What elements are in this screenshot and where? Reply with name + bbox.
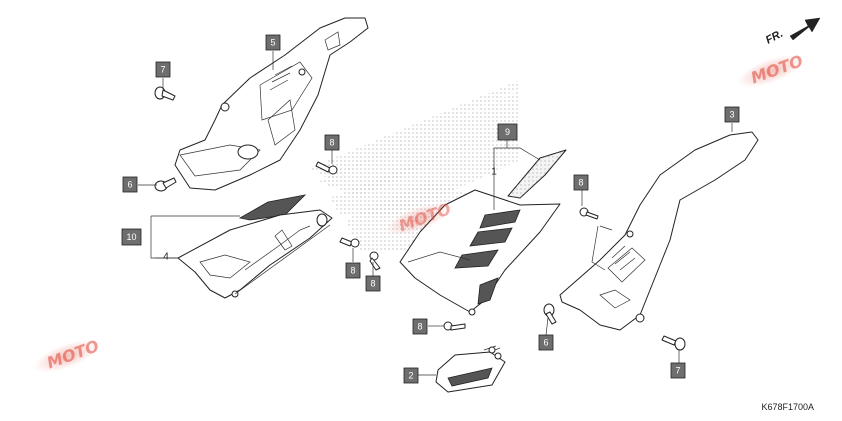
label-4: 4 xyxy=(163,252,169,263)
watermark-left: MOTO xyxy=(33,336,102,373)
watermark-top-right: MOTO xyxy=(737,51,806,88)
svg-text:7: 7 xyxy=(675,366,680,376)
svg-text:6: 6 xyxy=(543,338,548,348)
screw-8-a xyxy=(315,161,338,175)
front-direction-indicator: FR. xyxy=(764,17,821,47)
callout-10: 10 xyxy=(121,228,142,246)
svg-text:10: 10 xyxy=(126,232,136,242)
bolt-6-right xyxy=(543,303,557,325)
callout-8-c: 8 xyxy=(365,275,381,292)
part-4-side-cover xyxy=(177,194,333,299)
svg-text:7: 7 xyxy=(160,65,165,75)
callouts: 5 7 8 6 10 8 8 9 3 8 8 2 6 7 xyxy=(121,34,740,384)
reference-code: K678F1700A xyxy=(761,402,814,412)
bolt-6-left xyxy=(154,177,177,192)
screw-8-c xyxy=(369,251,381,271)
bolt-7-upper xyxy=(154,86,176,101)
callout-8-d: 8 xyxy=(573,174,589,191)
svg-text:8: 8 xyxy=(329,138,334,148)
part-2-garnish xyxy=(435,345,506,393)
callout-8-b: 8 xyxy=(345,262,361,279)
svg-text:8: 8 xyxy=(417,322,422,332)
svg-text:2: 2 xyxy=(408,371,413,381)
screw-8-e xyxy=(443,321,466,331)
svg-text:3: 3 xyxy=(729,110,734,120)
svg-text:8: 8 xyxy=(350,266,355,276)
fasteners xyxy=(154,86,686,351)
callout-5: 5 xyxy=(265,34,281,51)
callout-8-e: 8 xyxy=(412,318,428,335)
front-direction-label: FR. xyxy=(764,28,785,47)
callout-7-upper: 7 xyxy=(155,61,171,78)
callout-3: 3 xyxy=(724,106,740,123)
front-arrow-icon xyxy=(789,17,821,41)
svg-text:9: 9 xyxy=(505,127,510,137)
bolt-7-lower xyxy=(661,335,686,351)
screw-8-d xyxy=(579,207,599,220)
screw-8-b xyxy=(339,237,360,248)
svg-text:6: 6 xyxy=(127,180,132,190)
part-9-decal xyxy=(507,149,567,199)
svg-text:5: 5 xyxy=(270,38,275,48)
svg-text:8: 8 xyxy=(370,279,375,289)
part-5-frame-cover xyxy=(174,17,369,191)
svg-text:8: 8 xyxy=(578,178,583,188)
svg-text:MOTO: MOTO xyxy=(44,336,102,372)
leader-lines xyxy=(138,51,733,376)
callout-6-left: 6 xyxy=(122,176,138,193)
callout-6-right: 6 xyxy=(538,334,554,351)
callout-8-a: 8 xyxy=(324,134,340,151)
label-1: 1 xyxy=(491,167,497,178)
callout-7-lower: 7 xyxy=(670,362,686,379)
callout-9: 9 xyxy=(497,123,518,141)
plain-labels: 1 4 xyxy=(163,167,497,263)
callout-2: 2 xyxy=(403,367,419,384)
svg-text:MOTO: MOTO xyxy=(748,51,806,87)
part-3-right-cover xyxy=(559,131,759,331)
